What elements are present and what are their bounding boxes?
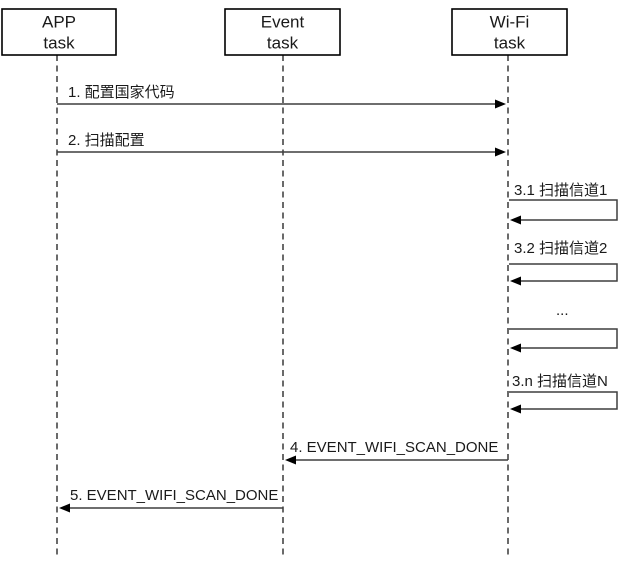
message-label-4: 4. EVENT_WIFI_SCAN_DONE — [290, 439, 498, 456]
self-message-line — [509, 391, 618, 410]
participant-box-event-task — [224, 8, 341, 56]
message-label-3-n: 3.n 扫描信道N — [512, 373, 608, 390]
participant-box-wi-fi-task — [451, 8, 568, 56]
participant-box-app-task — [1, 8, 117, 56]
arrowhead-icon — [510, 343, 521, 353]
message-label-: ... — [556, 302, 569, 319]
arrowhead-icon — [59, 503, 70, 513]
arrowhead-icon — [285, 455, 296, 465]
message-3-1: 3.1 扫描信道1 — [509, 182, 618, 225]
message-label-5: 5. EVENT_WIFI_SCAN_DONE — [70, 487, 278, 504]
message-label-1: 1. 配置国家代码 — [68, 84, 175, 101]
message-4: 4. EVENT_WIFI_SCAN_DONE — [285, 439, 508, 465]
message-2: 2. 扫描配置 — [57, 132, 506, 157]
self-message-line — [509, 263, 618, 282]
self-message-line — [509, 328, 618, 349]
arrowhead-icon — [510, 404, 521, 414]
message-: ... — [509, 302, 618, 353]
arrowhead-icon — [510, 276, 521, 286]
arrowhead-icon — [495, 147, 506, 157]
arrowhead-icon — [495, 99, 506, 109]
message-3-n: 3.n 扫描信道N — [509, 373, 618, 414]
arrowhead-icon — [510, 215, 521, 225]
message-label-3-2: 3.2 扫描信道2 — [514, 240, 607, 257]
message-5: 5. EVENT_WIFI_SCAN_DONE — [59, 487, 283, 513]
message-3-2: 3.2 扫描信道2 — [509, 240, 618, 286]
message-label-2: 2. 扫描配置 — [68, 132, 145, 149]
message-1: 1. 配置国家代码 — [57, 84, 506, 109]
self-message-line — [509, 199, 618, 221]
message-label-3-1: 3.1 扫描信道1 — [514, 182, 607, 199]
